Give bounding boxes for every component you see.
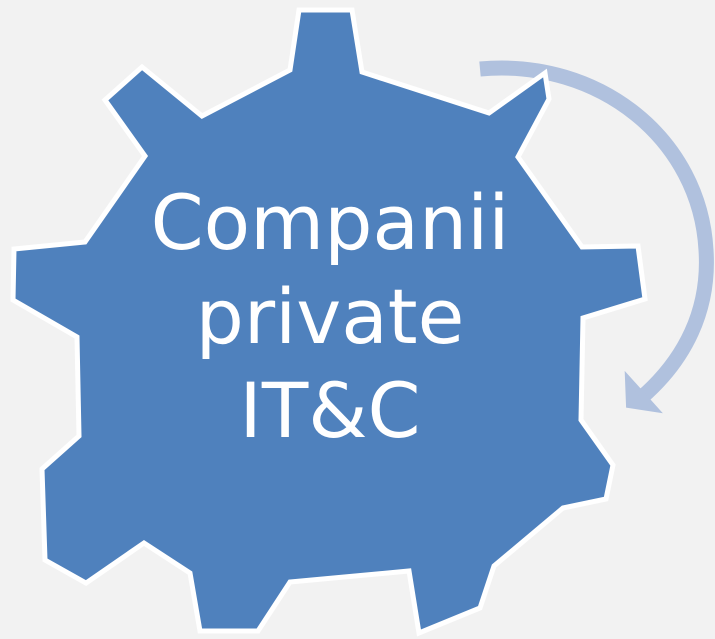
arrow-head xyxy=(624,370,663,414)
gear-shape-icon xyxy=(10,7,648,637)
arrow-arc xyxy=(479,60,714,404)
circular-arrow-icon xyxy=(479,60,714,414)
